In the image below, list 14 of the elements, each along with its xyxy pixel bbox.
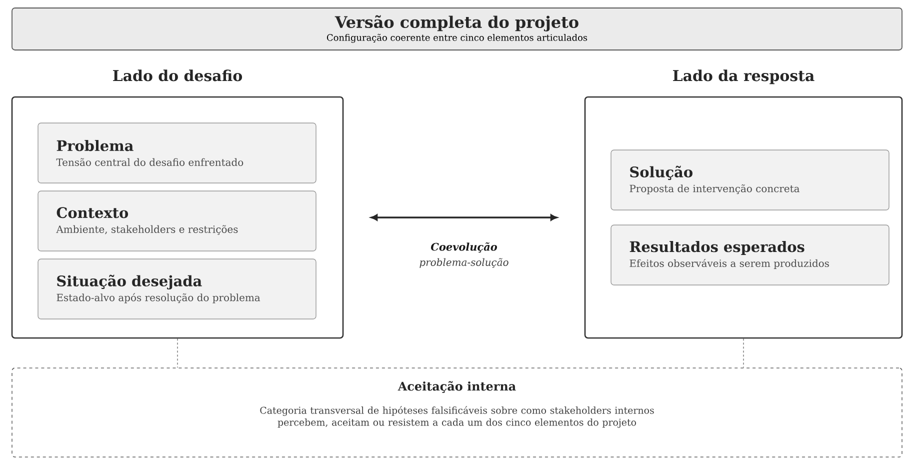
section-heading: Lado da resposta xyxy=(673,70,814,84)
dotted-connector xyxy=(177,338,178,368)
edge-caption: problema-solução xyxy=(420,258,508,268)
double-arrow xyxy=(370,214,558,221)
element-box: Situação desejada Estado-alvo após resolução do problema xyxy=(38,258,316,320)
header-box: Versão completa do projeto Configuração coerente entre cinco elementos articulados xyxy=(12,8,902,50)
element-box: Contexto Ambiente, stakeholders e restrições xyxy=(38,190,316,252)
edge-label: Coevolução xyxy=(431,242,497,253)
note-box: Aceitação interna Categoria transversal de hipóteses falsificáveis sobre como stakeholders internos percebem, aceitam ou resistem a cada um dos cinco elementos do projeto xyxy=(12,368,902,458)
element-box: Resultados esperados Efeitos observáveis a serem produzidos xyxy=(610,224,890,286)
element-box: Problema Tensão central do desafio enfrentado xyxy=(38,122,316,184)
element-box: Solução Proposta de intervenção concreta xyxy=(610,150,890,210)
section-heading: Lado do desafio xyxy=(113,70,242,82)
dotted-connector xyxy=(743,338,744,368)
